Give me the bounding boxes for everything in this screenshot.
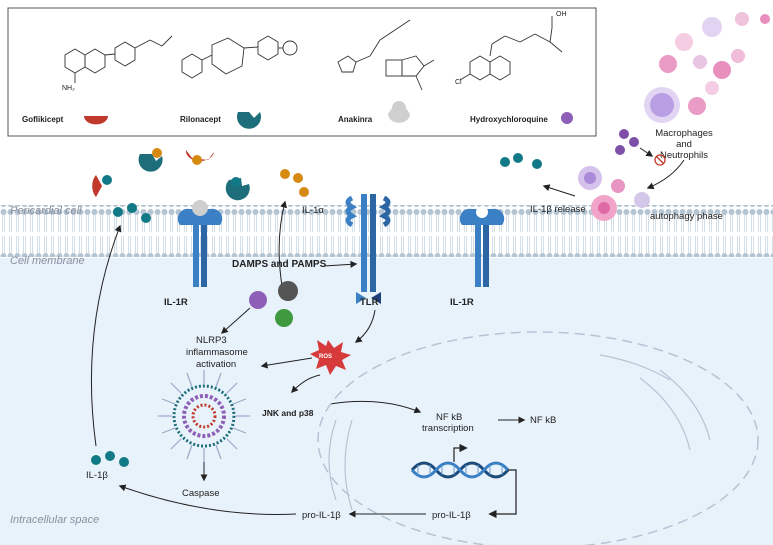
drug-name-hydroxychloroquine: Hydroxychloroquine xyxy=(470,115,548,124)
caspase-label: Caspase xyxy=(182,488,220,499)
svg-text:OH: OH xyxy=(556,11,567,18)
extracellular-drug-cluster xyxy=(92,148,250,201)
il1r-left-receptor xyxy=(177,200,223,287)
macrophages-label-1: Macrophages xyxy=(655,128,713,139)
goflikicept-structure xyxy=(64,35,173,83)
il1b-release-label: IL-1β release xyxy=(530,204,586,215)
pro-il1b-mid-label: pro-IL-1β xyxy=(302,510,341,521)
drug-name-rilonacept: Rilonacept xyxy=(180,115,221,124)
ros-starburst xyxy=(310,340,351,375)
drug-name-goflikicept: Goflikicept xyxy=(22,115,64,124)
autophagy-cells xyxy=(578,166,650,221)
hydroxychloroquine-structure xyxy=(459,16,563,81)
released-il1b-top-right xyxy=(500,153,542,169)
ros-label: ROS xyxy=(319,354,332,360)
cell-membrane-label: Cell membrane xyxy=(10,255,85,267)
il1a-label: IL-1α xyxy=(302,205,324,216)
drug-name-anakinra: Anakinra xyxy=(338,115,373,124)
il1r-right-receptor xyxy=(459,206,505,287)
il1a-molecules xyxy=(280,169,309,197)
il1r-left-label: IL-1R xyxy=(164,297,188,308)
nfkb-label: NF kB xyxy=(530,415,556,426)
grey-antagonist-icon xyxy=(388,101,410,123)
tlr-label: TLR xyxy=(360,297,379,308)
autophagy-phase-label: autophagy phase xyxy=(650,211,723,222)
nlrp3-components xyxy=(249,281,298,327)
teal-receptor-trap-icon xyxy=(237,112,261,129)
macrophages-label-3: Neutrophils xyxy=(660,150,708,161)
nlrp3-label-3: activation xyxy=(196,359,236,370)
nlrp3-label-1: NLRP3 xyxy=(196,335,227,346)
free-il1b-left xyxy=(113,203,151,223)
inflammasome xyxy=(158,370,250,462)
dna-helix-icon xyxy=(410,461,510,479)
nucleus xyxy=(317,331,759,545)
pericardial-cell-label: Pericardial cell xyxy=(10,205,82,217)
inhibition-icon xyxy=(654,154,666,166)
drug-legend-box: NH₂ xyxy=(7,7,597,137)
il1b-left-label: IL-1β xyxy=(86,470,108,481)
hydroxychloroquine-molecules xyxy=(615,129,639,155)
nfkb-transcription-label-2: transcription xyxy=(422,423,474,434)
nlrp3-label-2: inflammasome xyxy=(186,347,248,358)
intracellular-il1b xyxy=(91,451,129,467)
pro-il1b-right-label: pro-IL-1β xyxy=(432,510,471,521)
macrophage-neutrophil-cluster xyxy=(644,12,770,123)
anakinra-structure xyxy=(337,19,435,91)
macrophages-label-2: and xyxy=(676,139,692,150)
il1r-right-label: IL-1R xyxy=(450,297,474,308)
purple-molecule-icon xyxy=(561,112,573,124)
intracellular-space-label: Intracellular space xyxy=(10,514,99,526)
rilonacept-structure xyxy=(181,35,298,79)
svg-text:NH₂: NH₂ xyxy=(62,85,75,92)
red-receptor-trap-icon xyxy=(84,116,108,125)
jnk-p38-label: JNK and p38 xyxy=(262,408,314,418)
nfkb-transcription-label-1: NF kB xyxy=(436,412,462,423)
damps-pamps-label: DAMPS and PAMPS xyxy=(232,259,327,270)
cytoplasm-region xyxy=(0,258,773,545)
tlr-receptor xyxy=(345,194,391,304)
svg-text:Cl: Cl xyxy=(455,79,462,86)
